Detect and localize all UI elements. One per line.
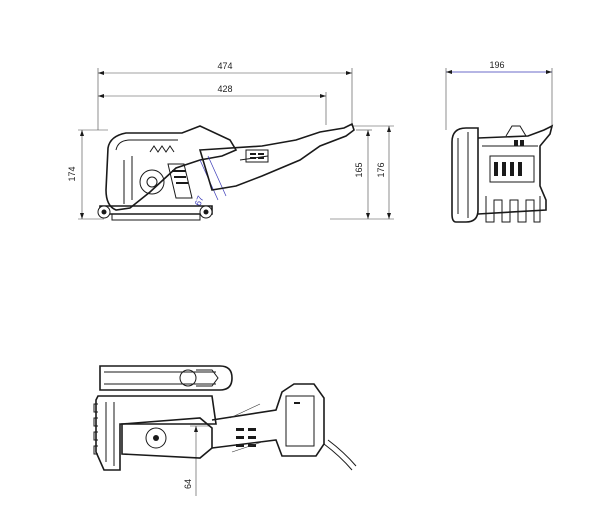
dim-label-428: 428: [217, 84, 232, 94]
top-view: 64: [93, 365, 357, 496]
dim-label-474: 474: [217, 61, 232, 71]
machine-front-outline: [451, 124, 554, 223]
dim-width: 196: [445, 60, 553, 130]
dim-height-top: 64: [183, 425, 210, 496]
machine-top-outline: [93, 365, 357, 471]
dim-label-64: 64: [183, 479, 193, 489]
dim-height-176: 176: [352, 125, 394, 219]
side-view: 474 428 174 165: [67, 61, 394, 221]
dim-label-196: 196: [489, 60, 504, 70]
dim-label-176: 176: [376, 162, 386, 177]
dim-label-165: 165: [354, 162, 364, 177]
dim-height-165: 165: [330, 129, 394, 220]
machine-side-outline: 67: [97, 122, 355, 221]
dim-length-overall: 474: [97, 61, 353, 130]
front-view: 196: [445, 60, 554, 223]
dim-label-67: 67: [193, 194, 206, 207]
dim-label-174: 174: [67, 166, 77, 181]
dim-height-overall: 174: [67, 129, 108, 220]
dim-length-body: 428: [98, 84, 327, 125]
